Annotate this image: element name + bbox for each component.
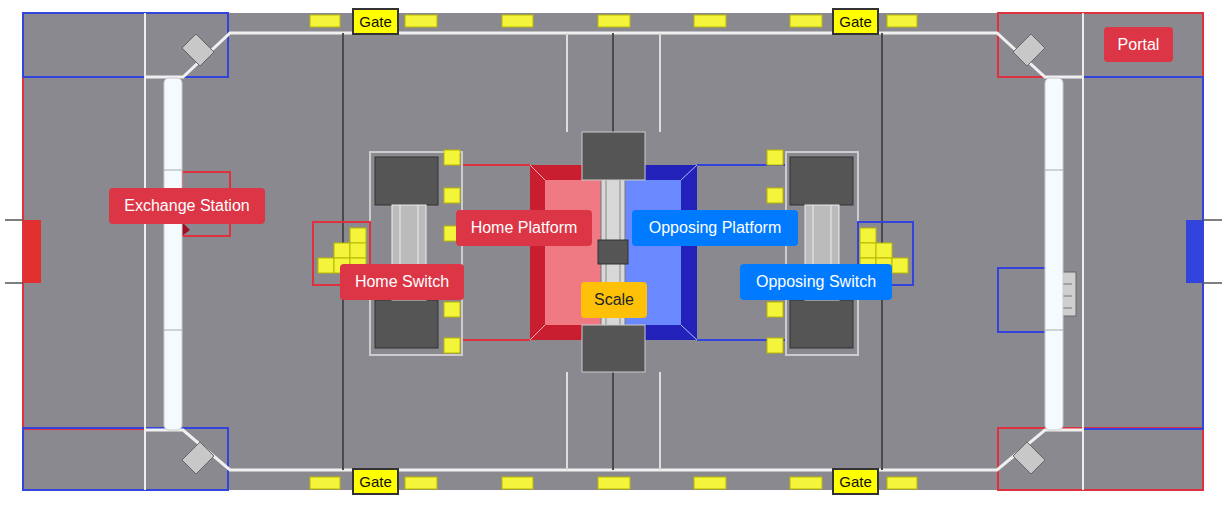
label-text: Scale xyxy=(594,291,634,309)
gate-label: Gate xyxy=(832,8,879,35)
gate-label: Gate xyxy=(352,8,399,35)
zone-label: Portal xyxy=(1104,27,1173,62)
label-text: Home Switch xyxy=(355,273,449,291)
zone-label: Home Switch xyxy=(340,264,464,300)
label-text: Portal xyxy=(1118,36,1160,54)
label-text: Gate xyxy=(359,473,392,490)
zone-label: Exchange Station xyxy=(109,188,265,224)
zone-label: Home Platform xyxy=(456,210,592,246)
zone-label: Opposing Platform xyxy=(632,210,798,246)
gate-label: Gate xyxy=(832,468,879,495)
zone-label: Opposing Switch xyxy=(740,264,892,300)
label-text: Gate xyxy=(839,13,872,30)
label-text: Opposing Switch xyxy=(756,273,876,291)
gate-label: Gate xyxy=(352,468,399,495)
zone-label: Scale xyxy=(581,282,647,318)
label-text: Gate xyxy=(839,473,872,490)
label-text: Home Platform xyxy=(471,219,578,237)
label-text: Exchange Station xyxy=(124,197,249,215)
label-text: Gate xyxy=(359,13,392,30)
label-text: Opposing Platform xyxy=(649,219,782,237)
